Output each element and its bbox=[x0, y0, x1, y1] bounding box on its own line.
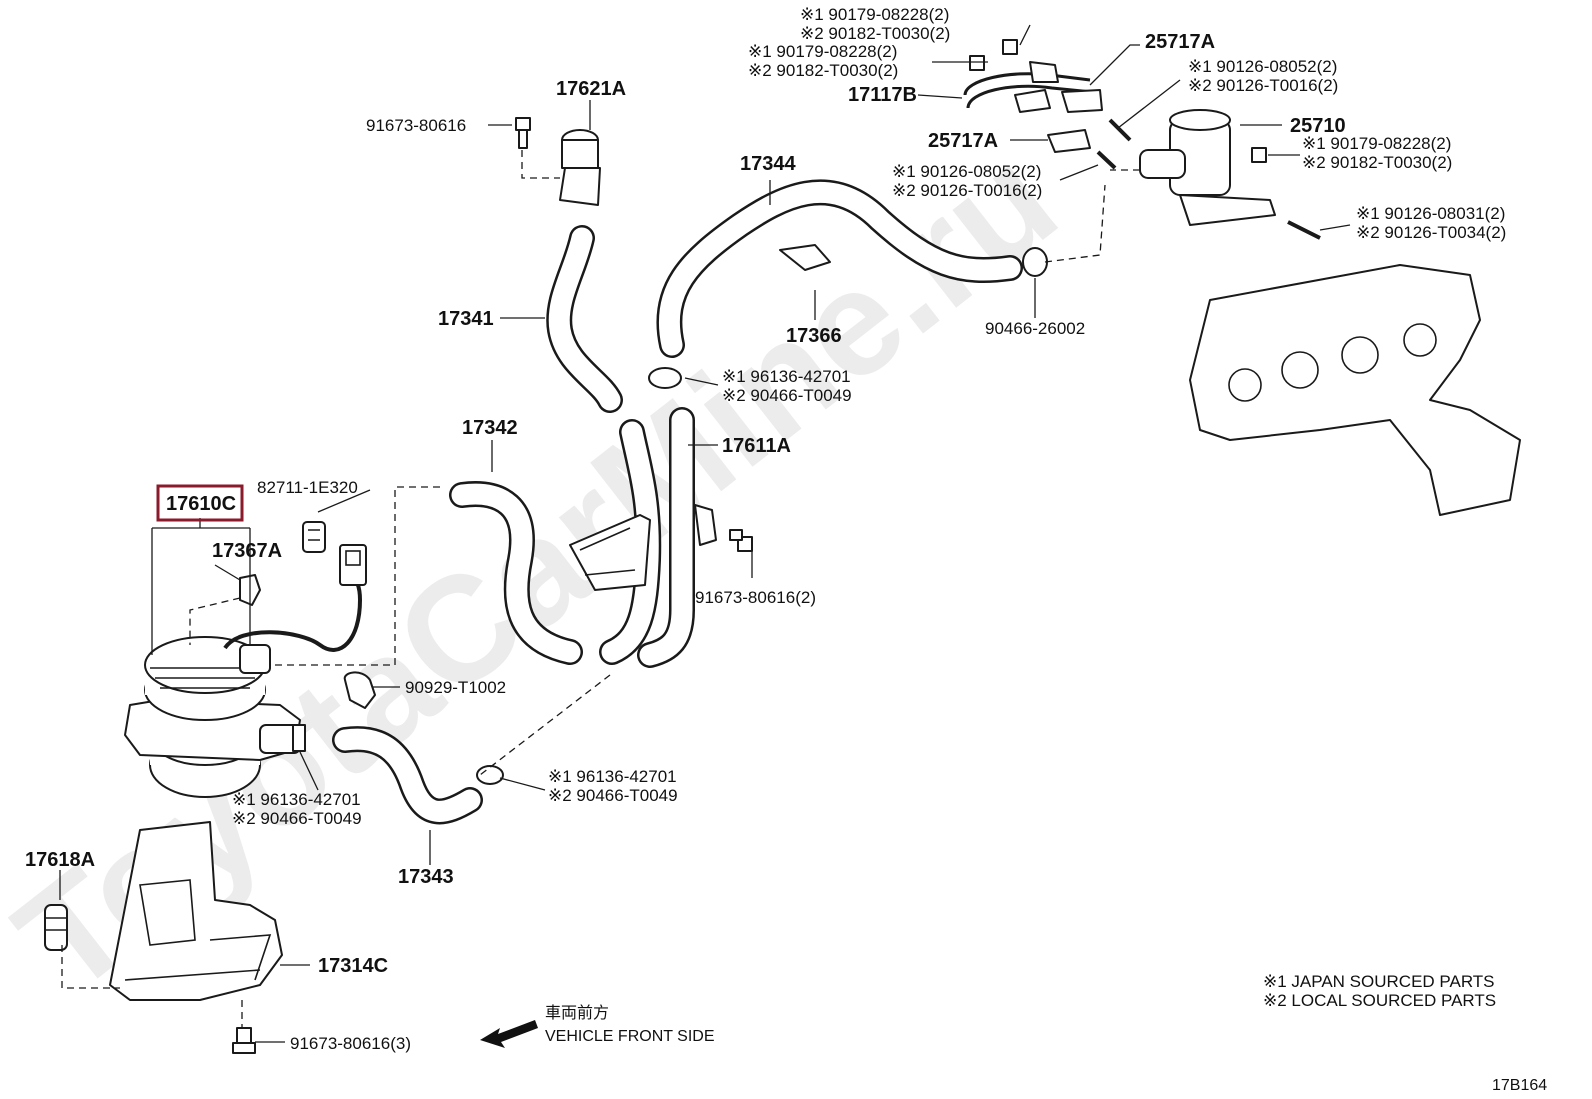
pipe-17117B[interactable] bbox=[963, 61, 1103, 113]
grommet-17618A[interactable] bbox=[44, 904, 68, 951]
label-pair-d2[interactable]: ※2 90126-T0016(2) bbox=[892, 181, 1042, 200]
hose-17343[interactable] bbox=[332, 726, 483, 825]
pipe-17611A[interactable] bbox=[569, 407, 717, 668]
label-pair-a1[interactable]: ※1 90179-08228(2) bbox=[800, 5, 949, 24]
legend-local: ※2 LOCAL SOURCED PARTS bbox=[1263, 991, 1496, 1010]
label-90929-T1002[interactable]: 90929-T1002 bbox=[405, 678, 506, 697]
diagram-code: 17B164 bbox=[1492, 1077, 1547, 1094]
vehicle-front-arrow-icon bbox=[480, 1020, 538, 1048]
hose-17341[interactable] bbox=[546, 225, 623, 413]
label-17621A[interactable]: 17621A bbox=[556, 78, 626, 100]
label-pair-c2[interactable]: ※2 90126-T0016(2) bbox=[1188, 76, 1338, 95]
air-pump-17610C[interactable] bbox=[124, 636, 301, 798]
label-17618A[interactable]: 17618A bbox=[25, 849, 95, 871]
hose-17342[interactable] bbox=[449, 481, 583, 665]
label-91673-80616-2[interactable]: 91673-80616(2) bbox=[695, 588, 816, 607]
label-pair-h1[interactable]: ※1 96136-42701 bbox=[548, 767, 677, 786]
label-17344[interactable]: 17344 bbox=[740, 153, 796, 175]
clamp-top-hose[interactable] bbox=[648, 367, 682, 389]
label-pair-f1[interactable]: ※1 90126-08031(2) bbox=[1356, 204, 1505, 223]
bolt-91673-80616-2[interactable] bbox=[729, 529, 753, 552]
bolt-91673-80616-3[interactable] bbox=[232, 1027, 256, 1054]
label-pair-e2[interactable]: ※2 90182-T0030(2) bbox=[1302, 153, 1452, 172]
label-pair-d1[interactable]: ※1 90126-08052(2) bbox=[892, 162, 1041, 181]
gasket-25717A-mid[interactable] bbox=[1047, 129, 1091, 153]
label-pair-c1[interactable]: ※1 90126-08052(2) bbox=[1188, 57, 1337, 76]
label-17611A[interactable]: 17611A bbox=[722, 435, 791, 457]
bracket-17314C[interactable] bbox=[109, 821, 283, 1001]
dashed-guides bbox=[61, 150, 1140, 1028]
label-pair-b2[interactable]: ※2 90182-T0030(2) bbox=[748, 61, 898, 80]
leader-lines bbox=[59, 24, 1351, 1043]
nut-top[interactable] bbox=[1002, 39, 1018, 55]
label-25717A-top[interactable]: 25717A bbox=[1145, 31, 1215, 53]
label-17342[interactable]: 17342 bbox=[462, 417, 518, 439]
connector-plug[interactable] bbox=[339, 544, 367, 586]
label-pair-b1[interactable]: ※1 90179-08228(2) bbox=[748, 42, 897, 61]
label-pair-a2[interactable]: ※2 90182-T0030(2) bbox=[800, 24, 950, 43]
clip-17366[interactable] bbox=[779, 244, 831, 271]
label-91673-80616-top[interactable]: 91673-80616 bbox=[366, 116, 466, 135]
label-pair-g2[interactable]: ※2 90466-T0049 bbox=[722, 386, 852, 405]
label-82711-1E320[interactable]: 82711-1E320 bbox=[257, 478, 358, 497]
pump-wire-harness bbox=[223, 573, 363, 652]
clip-82711-1E320[interactable] bbox=[302, 521, 326, 553]
label-pair-i1[interactable]: ※1 96136-42701 bbox=[232, 790, 361, 809]
label-pair-e1[interactable]: ※1 90179-08228(2) bbox=[1302, 134, 1451, 153]
label-17610C[interactable]: 17610C bbox=[166, 493, 236, 515]
label-17367A[interactable]: 17367A bbox=[212, 540, 282, 562]
cap-17621A[interactable] bbox=[559, 129, 601, 206]
valve-25710[interactable] bbox=[1139, 109, 1276, 226]
clamp-small-pump[interactable] bbox=[292, 724, 306, 752]
label-25717A-mid[interactable]: 25717A bbox=[928, 130, 998, 152]
label-17341[interactable]: 17341 bbox=[438, 308, 494, 330]
label-pair-f2[interactable]: ※2 90126-T0034(2) bbox=[1356, 223, 1506, 242]
nut-right[interactable] bbox=[1251, 147, 1267, 163]
label-17343[interactable]: 17343 bbox=[398, 866, 454, 888]
exhaust-manifold bbox=[1189, 264, 1521, 516]
direction-english: VEHICLE FRONT SIDE bbox=[545, 1028, 715, 1045]
clamp-90929-T1002[interactable] bbox=[343, 671, 376, 709]
hose-17344[interactable] bbox=[656, 179, 1023, 358]
legend-japan: ※1 JAPAN SOURCED PARTS bbox=[1263, 972, 1495, 991]
label-pair-g1[interactable]: ※1 96136-42701 bbox=[722, 367, 851, 386]
clamp-mid-right[interactable] bbox=[476, 765, 504, 785]
stud-bolts[interactable] bbox=[1096, 118, 1321, 240]
label-17314C[interactable]: 17314C bbox=[318, 955, 388, 977]
label-91673-80616-3[interactable]: 91673-80616(3) bbox=[290, 1034, 411, 1053]
label-pair-i2[interactable]: ※2 90466-T0049 bbox=[232, 809, 362, 828]
bolt-91673-80616-top[interactable] bbox=[515, 117, 531, 149]
label-17117B[interactable]: 17117B bbox=[848, 84, 917, 106]
nut-second[interactable] bbox=[969, 55, 985, 71]
highlight-box-17610C bbox=[156, 484, 244, 522]
label-25710[interactable]: 25710 bbox=[1290, 115, 1346, 137]
direction-japanese: 車両前方 bbox=[545, 1004, 609, 1022]
label-17366[interactable]: 17366 bbox=[786, 325, 842, 347]
label-pair-h2[interactable]: ※2 90466-T0049 bbox=[548, 786, 678, 805]
clamp-90466-26002[interactable] bbox=[1022, 247, 1048, 277]
label-90466-26002[interactable]: 90466-26002 bbox=[985, 319, 1085, 338]
